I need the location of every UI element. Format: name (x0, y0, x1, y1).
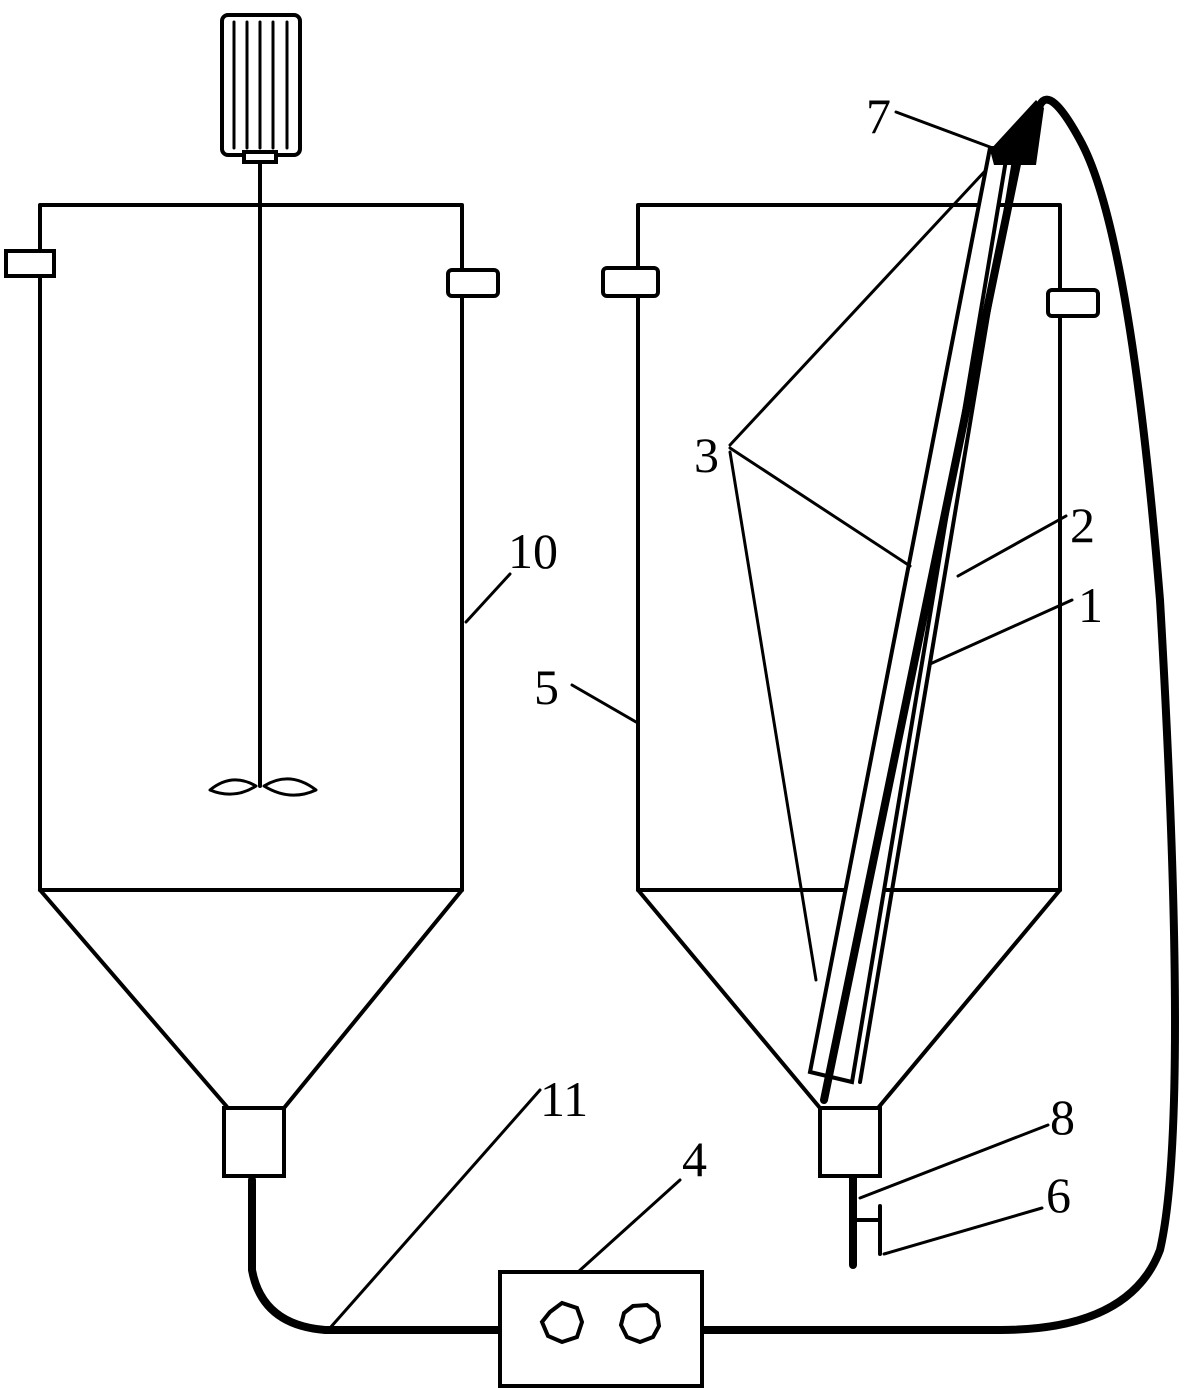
label-11: 11 (540, 1071, 588, 1127)
labels: 7 3 2 1 10 5 11 4 8 6 (508, 88, 1103, 1223)
left-tank (4, 203, 500, 1178)
label-4: 4 (682, 1131, 707, 1187)
impeller-icon (208, 777, 318, 797)
diagonal-tube-assembly (807, 100, 1044, 1104)
label-7: 7 (866, 88, 891, 144)
leader-3c (728, 450, 818, 982)
motor-icon (220, 13, 302, 164)
right-tank-outlet-valve (818, 1106, 882, 1178)
leader-3a (728, 168, 988, 447)
leader-11 (328, 1088, 542, 1330)
left-tank-outlet-valve (222, 1106, 286, 1178)
inner-tube (820, 136, 1026, 1104)
leader-1 (928, 598, 1074, 666)
leader-5 (570, 683, 638, 724)
leader-3b (728, 446, 912, 568)
leader-8 (858, 1123, 1050, 1200)
return-pipe (696, 95, 1179, 1334)
label-6: 6 (1046, 1167, 1071, 1223)
left-tank-inlet-left-nozzle (4, 249, 56, 278)
label-8: 8 (1050, 1089, 1075, 1145)
label-5: 5 (534, 659, 559, 715)
leader-10 (464, 572, 512, 624)
right-tank (601, 203, 1100, 1269)
leader-6 (882, 1206, 1044, 1256)
leader-lines (328, 110, 1074, 1330)
label-2: 2 (1070, 497, 1095, 553)
left-tank-inlet-right-nozzle (446, 268, 500, 298)
pump-icon (498, 1270, 704, 1388)
right-tank-inlet-left-nozzle (601, 266, 660, 298)
suction-pipe (248, 1176, 504, 1334)
leader-2 (956, 514, 1068, 578)
label-3: 3 (694, 427, 719, 483)
leader-4 (576, 1178, 682, 1274)
label-1: 1 (1078, 577, 1103, 633)
outer-tube (807, 146, 1011, 1085)
leader-7 (894, 110, 1000, 152)
label-10: 10 (508, 523, 558, 579)
right-tank-inlet-right-nozzle (1046, 288, 1100, 318)
